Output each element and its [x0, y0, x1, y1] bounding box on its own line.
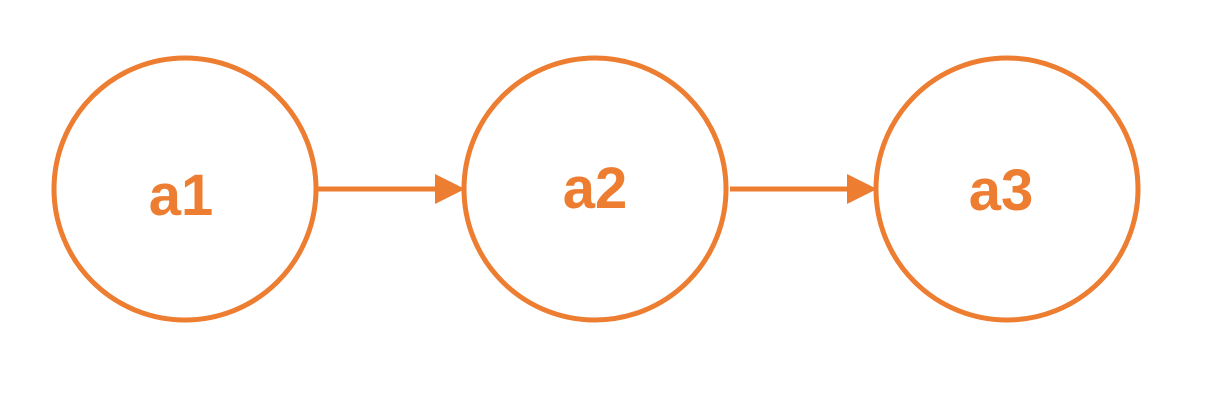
- node-a3-circle: [873, 55, 1141, 323]
- node-a3: a3: [873, 55, 1141, 323]
- node-a2-label: a2: [563, 156, 628, 221]
- node-a1-circle: [51, 55, 319, 323]
- node-a2: a2: [461, 55, 729, 323]
- node-a3-label: a3: [969, 158, 1034, 223]
- node-a1: a1: [51, 55, 319, 323]
- node-a1-label: a1: [149, 163, 214, 228]
- node-a2-circle: [461, 55, 729, 323]
